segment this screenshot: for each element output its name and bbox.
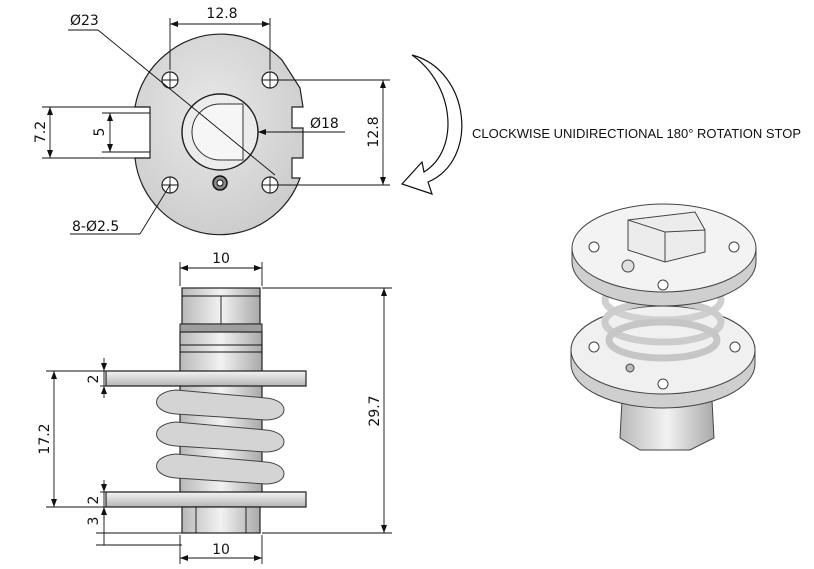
top-plate bbox=[105, 370, 307, 387]
spring bbox=[156, 389, 285, 485]
dim-total-height: 29.7 bbox=[367, 395, 383, 426]
dim-bore: Ø18 bbox=[310, 116, 339, 132]
dim-width-top: 12.8 bbox=[206, 6, 237, 22]
iso-render bbox=[570, 203, 757, 451]
keyed-shaft bbox=[191, 103, 244, 161]
dim-slot-height: 7.2 bbox=[33, 121, 49, 143]
rotation-arrow bbox=[400, 54, 463, 195]
dim-slot-inner: 5 bbox=[92, 128, 108, 137]
iso-top-block bbox=[627, 211, 706, 263]
dim-spring-span: 17.2 bbox=[37, 423, 53, 454]
dim-holes: 8-Ø2.5 bbox=[72, 219, 119, 235]
dim-top-width: 10 bbox=[212, 251, 230, 267]
dim-plate-top: 2 bbox=[86, 375, 102, 384]
dim-outer-diameter: Ø23 bbox=[70, 13, 99, 29]
bottom-plate bbox=[105, 491, 307, 508]
rotation-note: CLOCKWISE UNIDIRECTIONAL 180° ROTATION S… bbox=[472, 126, 801, 141]
washer-band bbox=[179, 323, 263, 333]
dim-bottom-width: 10 bbox=[212, 542, 230, 558]
top-view: 12.8 Ø23 12.8 7.2 5 Ø18 8-Ø2.5 bbox=[33, 6, 390, 236]
dim-base: 3 bbox=[86, 517, 102, 526]
dim-plate-bottom: 2 bbox=[86, 496, 102, 505]
stop-pin-core bbox=[216, 179, 224, 187]
bottom-nut bbox=[181, 506, 261, 534]
side-view: 10 10 29.7 17.2 2 2 3 bbox=[37, 251, 392, 564]
dim-height-right: 12.8 bbox=[366, 116, 382, 147]
